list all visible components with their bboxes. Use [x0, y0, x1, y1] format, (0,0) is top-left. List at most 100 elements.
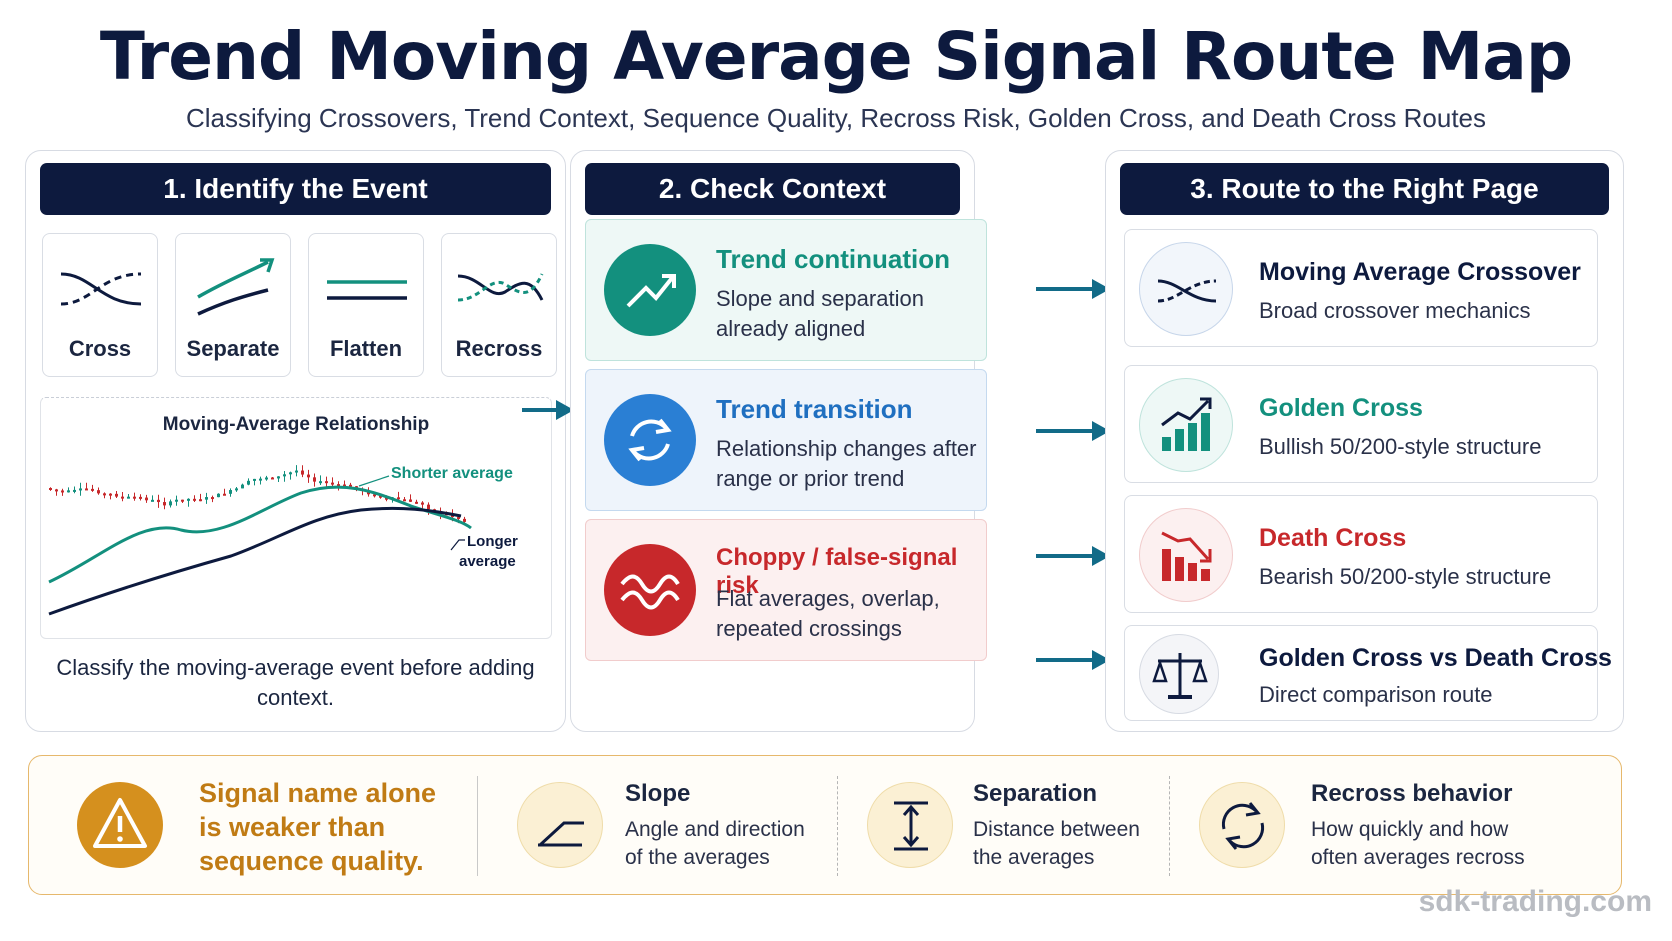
candle-body: [265, 477, 268, 480]
candle-body: [91, 488, 94, 491]
slope-icon: [538, 821, 584, 847]
route-title: Death Cross: [1259, 524, 1407, 552]
candle-body: [139, 496, 142, 499]
crossover-icon: [1157, 279, 1217, 303]
route-desc: Broad crossover mechanics: [1259, 298, 1531, 323]
watermark: sdk-trading.com: [1418, 885, 1652, 918]
ma-chart-svg: Shorter average Longer average: [48, 465, 518, 616]
candle-body: [277, 476, 280, 479]
candle-body: [409, 499, 412, 502]
route-desc: Bullish 50/200-style structure: [1259, 434, 1542, 459]
longer-average-label: Longer: [467, 533, 518, 550]
warning-icon: [93, 798, 147, 848]
candle-body: [247, 480, 250, 485]
feature-title: Slope: [625, 780, 691, 807]
context-card-choppy-risk[interactable]: Choppy / false-signal risk Flat averages…: [585, 519, 987, 661]
route-card-golden-vs-death[interactable]: Golden Cross vs Death Cross Direct compa…: [1124, 625, 1612, 721]
event-label: Flatten: [329, 336, 403, 361]
candle-body: [349, 484, 352, 487]
candle-body: [373, 494, 376, 497]
longer-average-label: average: [459, 553, 516, 570]
candle-body: [289, 472, 292, 475]
panel-route-page: 3. Route to the Right Page Moving Averag…: [1105, 150, 1624, 732]
route-card-death-cross[interactable]: Death Cross Bearish 50/200-style structu…: [1124, 495, 1598, 613]
candle-body: [427, 504, 430, 510]
arrow-icon: [1036, 421, 1110, 441]
context-card-trend-continuation[interactable]: Trend continuation Slope and separation …: [585, 219, 987, 361]
candle-body: [259, 478, 262, 481]
event-label: Cross: [68, 336, 132, 361]
candle-body: [211, 497, 214, 500]
separation-badge: [867, 782, 953, 868]
candle-body: [61, 490, 64, 493]
context-desc: Flat averages, overlap, repeated crossin…: [716, 586, 940, 641]
candle-body: [463, 518, 466, 522]
event-card-separate[interactable]: Separate: [175, 233, 291, 377]
candle-body: [397, 497, 400, 500]
candle-body: [85, 488, 88, 491]
panel-header: 1. Identify the Event: [40, 163, 551, 215]
event-card-flatten[interactable]: Flatten: [308, 233, 424, 377]
candle-body: [67, 490, 70, 493]
candle-body: [55, 489, 58, 492]
panel-check-context: 2. Check Context Trend continuation Slop…: [570, 150, 987, 732]
candle-body: [109, 493, 112, 496]
candle-body: [193, 498, 196, 501]
candle-body: [199, 499, 202, 502]
shorter-average-label: Shorter average: [391, 465, 513, 482]
divider: [1169, 776, 1170, 876]
event-card-cross[interactable]: Cross: [42, 233, 158, 377]
arrow-icon: [1036, 650, 1110, 670]
panel-header: 2. Check Context: [585, 163, 960, 215]
trend-up-icon: [626, 274, 676, 308]
candle-body: [331, 482, 334, 485]
candle-body: [307, 474, 310, 478]
context-desc: Relationship changes after range or prio…: [716, 436, 977, 491]
candle-body: [385, 497, 388, 500]
chart-caption: Classify the moving-average event before…: [56, 655, 535, 710]
page-subtitle: Classifying Crossovers, Trend Context, S…: [185, 103, 1487, 133]
separation-icon: [894, 801, 928, 851]
divider: [477, 776, 478, 876]
cross-lines-icon: [60, 272, 142, 306]
candle-body: [133, 496, 136, 499]
candle-body: [241, 484, 244, 489]
panel-header: 3. Route to the Right Page: [1120, 163, 1609, 215]
candle-body: [103, 493, 106, 496]
candle-body: [73, 489, 76, 492]
recross-cycle-icon: [1221, 802, 1265, 850]
quality-factors-bar: Signal name alone is weaker than sequenc…: [28, 755, 1622, 895]
wave-icon: [620, 574, 680, 610]
panel-identify-event: 1. Identify the Event Cross Separate Fla…: [25, 150, 566, 732]
candle-body: [163, 502, 166, 506]
context-card-trend-transition[interactable]: Trend transition Relationship changes af…: [585, 369, 987, 511]
event-card-recross[interactable]: Recross: [441, 233, 557, 377]
warning-badge: [77, 782, 163, 868]
route-title: Golden Cross: [1259, 394, 1423, 422]
candle-body: [151, 499, 154, 502]
candle-body: [235, 488, 238, 491]
feature-title: Recross behavior: [1311, 780, 1513, 807]
longer-average-line: [48, 506, 462, 616]
shorter-average-line: [48, 485, 472, 584]
candle-body: [169, 501, 172, 506]
candle-body: [145, 497, 148, 501]
separate-arrow-icon: [197, 258, 275, 316]
candle-body: [457, 517, 460, 520]
candle-body: [343, 484, 346, 487]
cycle-arrows-icon: [628, 418, 672, 462]
route-desc: Direct comparison route: [1259, 682, 1493, 707]
candle-body: [325, 481, 328, 484]
bullish-bars-icon: [1161, 397, 1212, 451]
candle-body: [415, 501, 418, 504]
arrow-icon: [1036, 546, 1110, 566]
route-card-ma-crossover[interactable]: Moving Average Crossover Broad crossover…: [1124, 229, 1598, 347]
context-title: Choppy / false-signal risk: [716, 544, 958, 599]
candle-body: [421, 502, 424, 505]
route-card-golden-cross[interactable]: Golden Cross Bullish 50/200-style struct…: [1124, 365, 1598, 483]
candle-body: [319, 481, 322, 484]
candle-body: [49, 488, 52, 490]
route-desc: Bearish 50/200-style structure: [1259, 564, 1552, 589]
